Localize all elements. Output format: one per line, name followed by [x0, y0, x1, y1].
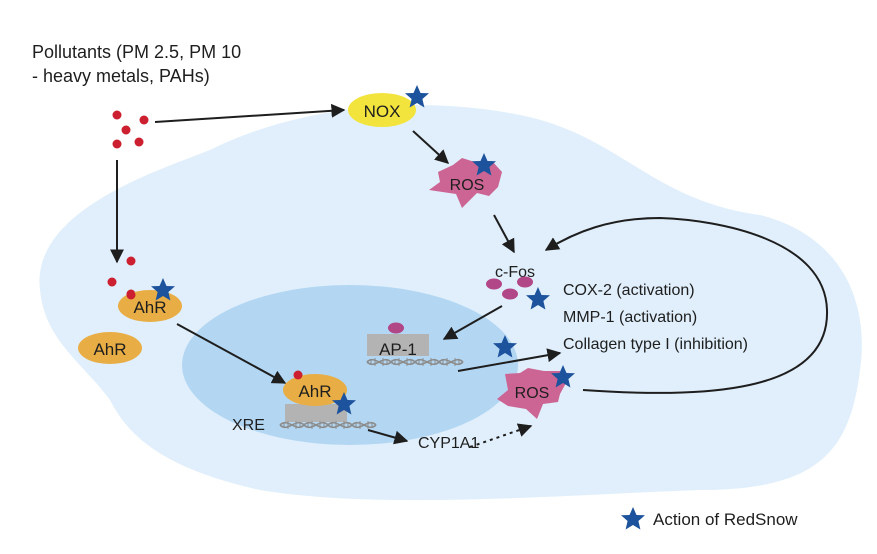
ahr-nucleus-node: [283, 374, 347, 406]
pollutant-particle: [293, 370, 303, 380]
nox-label: NOX: [364, 102, 401, 121]
title-line-2: - heavy metals, PAHs): [32, 66, 210, 86]
pollutant-particle: [126, 290, 136, 300]
arrow-ahr-to-nucleus: [176, 323, 287, 384]
pollutant-particles: [112, 110, 149, 149]
cfos-molecule: [502, 288, 518, 300]
cfos-molecule: [517, 276, 533, 288]
pollutant-particle: [107, 277, 117, 287]
cyp1a1-label: CYP1A1: [418, 435, 479, 452]
effect-collagen: Collagen type I (inhibition): [563, 336, 748, 353]
ros-bottom-label: ROS: [515, 385, 550, 402]
pollutant-particle: [126, 256, 136, 266]
ap1-box: [367, 334, 429, 356]
arrow-nox-to-ros: [412, 130, 450, 164]
pollutant-particle: [112, 139, 122, 149]
pollutant-particle: [139, 115, 149, 125]
nucleus: [182, 285, 518, 445]
effect-mmp1: MMP-1 (activation): [563, 309, 697, 326]
ros-top-label: ROS: [450, 177, 485, 194]
xre-box: [285, 404, 347, 422]
legend: Action of RedSnow: [621, 507, 798, 530]
ahr-nucleus-label: AhR: [298, 382, 331, 401]
xre-label: XRE: [232, 417, 265, 434]
nox-node: [348, 93, 416, 127]
ahr-free-node: [78, 332, 142, 364]
arrow-ros-feedback-loop: [544, 216, 829, 394]
ahr-free-label: AhR: [93, 340, 126, 359]
arrow-pollutants-to-nox: [154, 103, 346, 123]
arrow-ros-to-cfos: [493, 214, 515, 254]
cfos-molecule: [486, 278, 502, 290]
pollutant-particle: [112, 110, 122, 120]
pollutant-particle: [121, 125, 131, 135]
star-icon: [621, 507, 645, 530]
cfos-bound-molecule: [388, 322, 404, 334]
ap1-label: AP-1: [379, 340, 417, 359]
arrow-cfos-to-ap1: [442, 305, 503, 340]
cfos-molecules: [486, 276, 533, 300]
pollutant-particle: [134, 137, 144, 147]
effect-cox2: COX-2 (activation): [563, 282, 695, 299]
ahr-bound-label: AhR: [133, 298, 166, 317]
title-line-1: Pollutants (PM 2.5, PM 10: [32, 42, 241, 62]
arrow-ap1-to-effects: [457, 348, 562, 372]
ros-bottom-node: [497, 368, 566, 419]
arrow-xre-to-cyp1a1: [367, 429, 409, 445]
legend-label: Action of RedSnow: [653, 510, 798, 529]
